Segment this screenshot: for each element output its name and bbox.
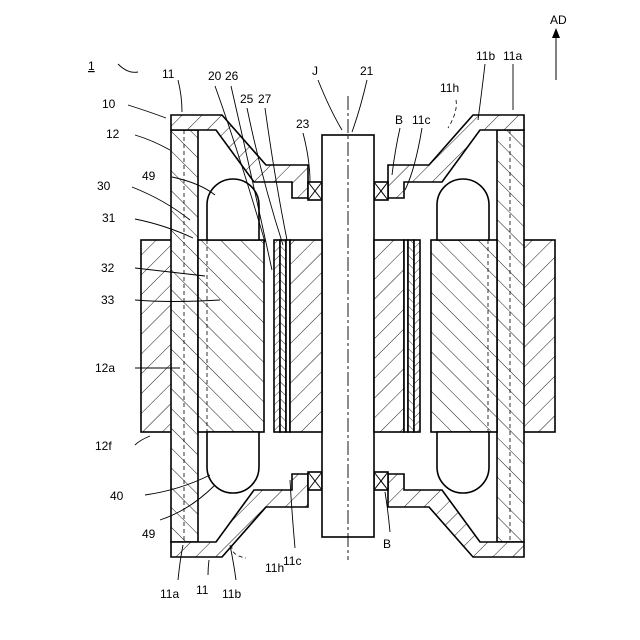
rotor-core-right (374, 240, 404, 432)
label-40: 40 (110, 489, 124, 503)
label-31: 31 (102, 211, 116, 225)
label-11-top-left: 11 (162, 67, 175, 81)
bearing-bottom-left (308, 472, 322, 490)
label-49-top: 49 (142, 169, 156, 183)
stator-tooth-right (431, 240, 497, 432)
coil-end-bottom-left (207, 432, 259, 493)
coil-end-bottom-right (437, 432, 489, 493)
rotor-magnet-layer-left (274, 240, 290, 432)
label-10: 10 (102, 97, 116, 111)
rotor-magnet-layer-right (404, 240, 420, 432)
label-11b-bottom: 11b (222, 587, 241, 601)
label-J: J (312, 64, 318, 78)
label-1: 1 (88, 59, 95, 73)
hidden-line-11h-bottom (232, 545, 246, 558)
label-11h-top: 11h (440, 81, 459, 95)
coil-end-top-left (207, 179, 259, 240)
housing-wall-right (497, 130, 524, 542)
label-21: 21 (360, 64, 374, 78)
label-11-bottom: 11 (196, 583, 209, 597)
label-27: 27 (258, 92, 272, 106)
label-11h-bottom: 11h (265, 561, 284, 575)
rotor-core-left (290, 240, 322, 432)
label-12a: 12a (95, 361, 115, 375)
label-11c-top: 11c (412, 113, 430, 127)
label-11c-bottom: 11c (283, 554, 301, 568)
label-23: 23 (296, 117, 310, 131)
label-32: 32 (101, 261, 115, 275)
hidden-line-11h-top (448, 100, 456, 128)
label-12f: 12f (95, 439, 112, 453)
label-49-bottom: 49 (142, 527, 156, 541)
label-30: 30 (97, 179, 111, 193)
label-25: 25 (240, 92, 254, 106)
label-11a-top: 11a (503, 49, 522, 63)
bearing-bottom-right (374, 472, 388, 490)
axial-direction-arrow (552, 28, 560, 80)
label-33: 33 (101, 293, 115, 307)
label-26: 26 (225, 69, 239, 83)
label-AD: AD (550, 13, 567, 27)
label-B-bottom: B (383, 537, 391, 551)
coil-end-top-right (437, 179, 489, 240)
label-11b-top: 11b (476, 49, 495, 63)
label-20: 20 (208, 69, 222, 83)
label-12: 12 (106, 127, 120, 141)
housing-wall-left (171, 130, 198, 542)
label-B-top: B (395, 113, 403, 127)
stator-tooth-left (198, 240, 264, 432)
bearing-top-right (374, 182, 388, 200)
label-11a-bottom: 11a (160, 587, 179, 601)
bearing-top-left (308, 182, 322, 200)
